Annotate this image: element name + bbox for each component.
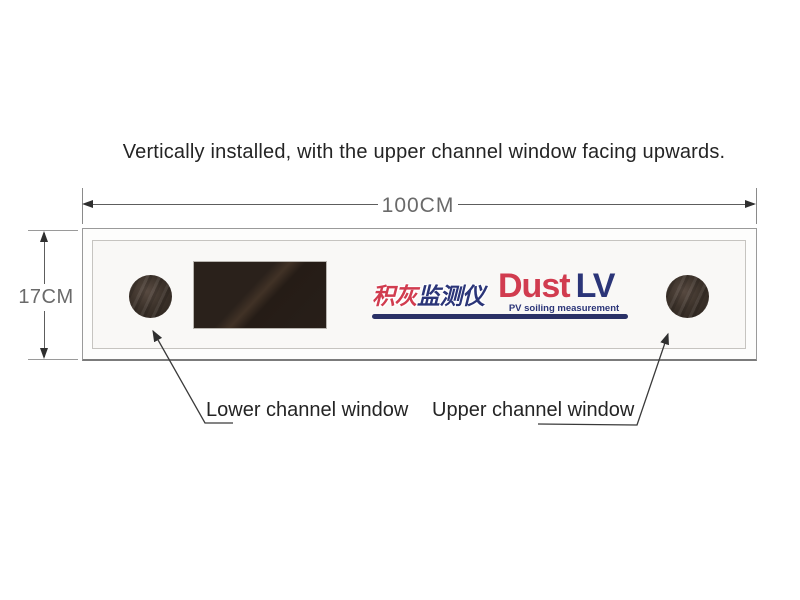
brand-underline — [372, 314, 628, 319]
display-screen — [193, 261, 327, 329]
brand-logo-cn-red: 积灰 — [372, 283, 418, 309]
brand-tagline: PV soiling measurement — [508, 303, 620, 314]
width-extension-line-right — [756, 188, 757, 224]
lower-channel-window — [129, 275, 172, 318]
brand-logo-cn: 积灰监测仪 — [372, 277, 485, 311]
arrow-left-icon — [82, 200, 93, 208]
brand-logo-en-red: Dust — [498, 267, 571, 305]
height-extension-line-bottom — [28, 359, 78, 360]
height-dimension-label: 17CM — [16, 284, 76, 311]
brand-logo-en-navy: LV — [575, 267, 616, 305]
arrow-down-icon — [40, 348, 48, 359]
brand-logo-cn-navy: 监测仪 — [417, 283, 485, 309]
height-extension-line-top — [28, 230, 78, 231]
upper-channel-window — [666, 275, 709, 318]
label-lower-channel-window: Lower channel window — [206, 399, 409, 421]
width-dimension-label: 100CM — [378, 193, 458, 219]
caption-text: Vertically installed, with the upper cha… — [122, 141, 726, 163]
arrow-right-icon — [745, 200, 756, 208]
arrow-up-icon — [40, 231, 48, 242]
label-upper-channel-window: Upper channel window — [432, 399, 635, 421]
